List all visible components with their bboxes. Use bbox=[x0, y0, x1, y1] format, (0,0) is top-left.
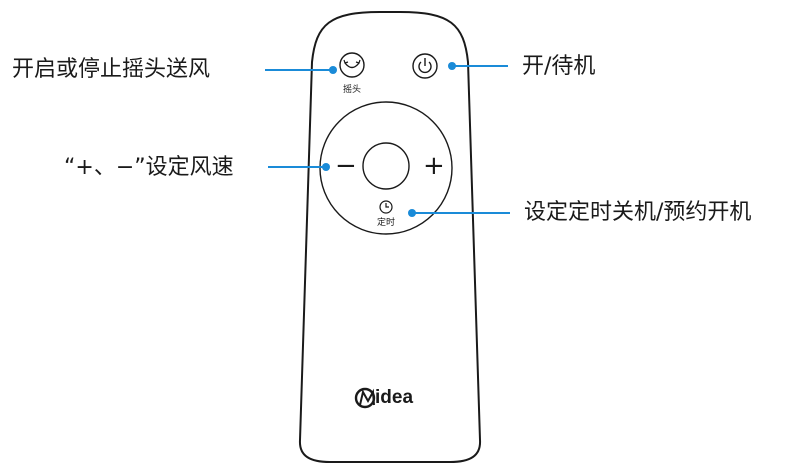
leader-line-swing bbox=[265, 66, 337, 74]
callout-timer: 设定定时关机/预约开机 bbox=[524, 200, 752, 225]
power-icon bbox=[418, 58, 432, 74]
power-button bbox=[412, 53, 438, 79]
leader-line-power bbox=[448, 62, 508, 70]
leader-line-speed bbox=[268, 163, 330, 171]
callout-speed: “+、−”设定风速 bbox=[64, 155, 234, 180]
brand-logo-mark bbox=[354, 387, 376, 409]
timer-button-label: 定时 bbox=[377, 218, 396, 228]
swing-button bbox=[339, 52, 365, 78]
swing-icon bbox=[344, 62, 360, 69]
leader-line-timer bbox=[408, 209, 510, 217]
center-button bbox=[362, 142, 410, 190]
clock-icon bbox=[379, 200, 393, 214]
callout-swing: 开启或停止摇头送风 bbox=[12, 57, 211, 82]
brand-logo-text: idea bbox=[375, 387, 414, 408]
swing-button-label: 摇头 bbox=[343, 85, 362, 95]
minus-button: − bbox=[335, 151, 357, 181]
plus-button: + bbox=[423, 151, 445, 181]
callout-power: 开/待机 bbox=[522, 54, 596, 79]
